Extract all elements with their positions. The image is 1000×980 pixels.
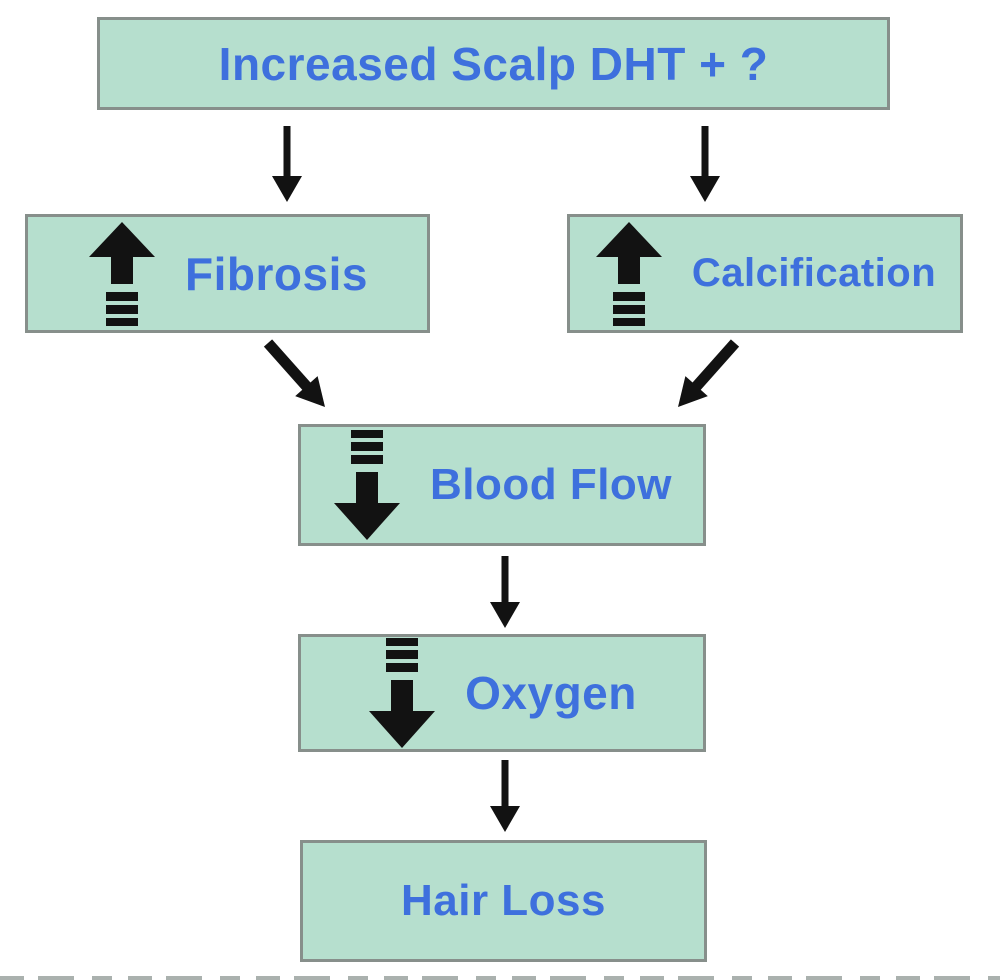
arrow-dht-to-fibrosis-icon (272, 126, 302, 202)
arrow-fibrosis-to-bloodflow-icon (263, 339, 325, 407)
node-label: Fibrosis (185, 247, 368, 300)
arrow-bloodflow-to-oxygen-icon (490, 556, 520, 628)
node-fibrosis: Fibrosis (25, 214, 430, 333)
cropped-dashed-edge (0, 976, 1000, 980)
node-oxygen: Oxygen (298, 634, 706, 752)
node-label: Blood Flow (429, 460, 673, 509)
node-calcification: Calcification (567, 214, 963, 333)
down-arrow-icon (369, 638, 436, 748)
node-blood-flow: Blood Flow (298, 424, 706, 546)
node-hair-loss: Hair Loss (300, 840, 707, 962)
up-arrow-icon (89, 221, 156, 326)
arrow-oxygen-to-hairloss-icon (490, 760, 520, 832)
down-arrow-icon (333, 430, 400, 540)
arrow-dht-to-calcification-icon (690, 126, 720, 202)
up-arrow-icon (595, 221, 662, 326)
node-label: Increased Scalp DHT + ? (218, 37, 769, 90)
arrow-calcification-to-bloodflow-icon (678, 339, 740, 407)
node-label: Oxygen (465, 667, 637, 719)
node-label: Calcification (691, 251, 937, 295)
node-increased-scalp-dht: Increased Scalp DHT + ? (97, 17, 890, 110)
node-label: Hair Loss (400, 876, 606, 925)
